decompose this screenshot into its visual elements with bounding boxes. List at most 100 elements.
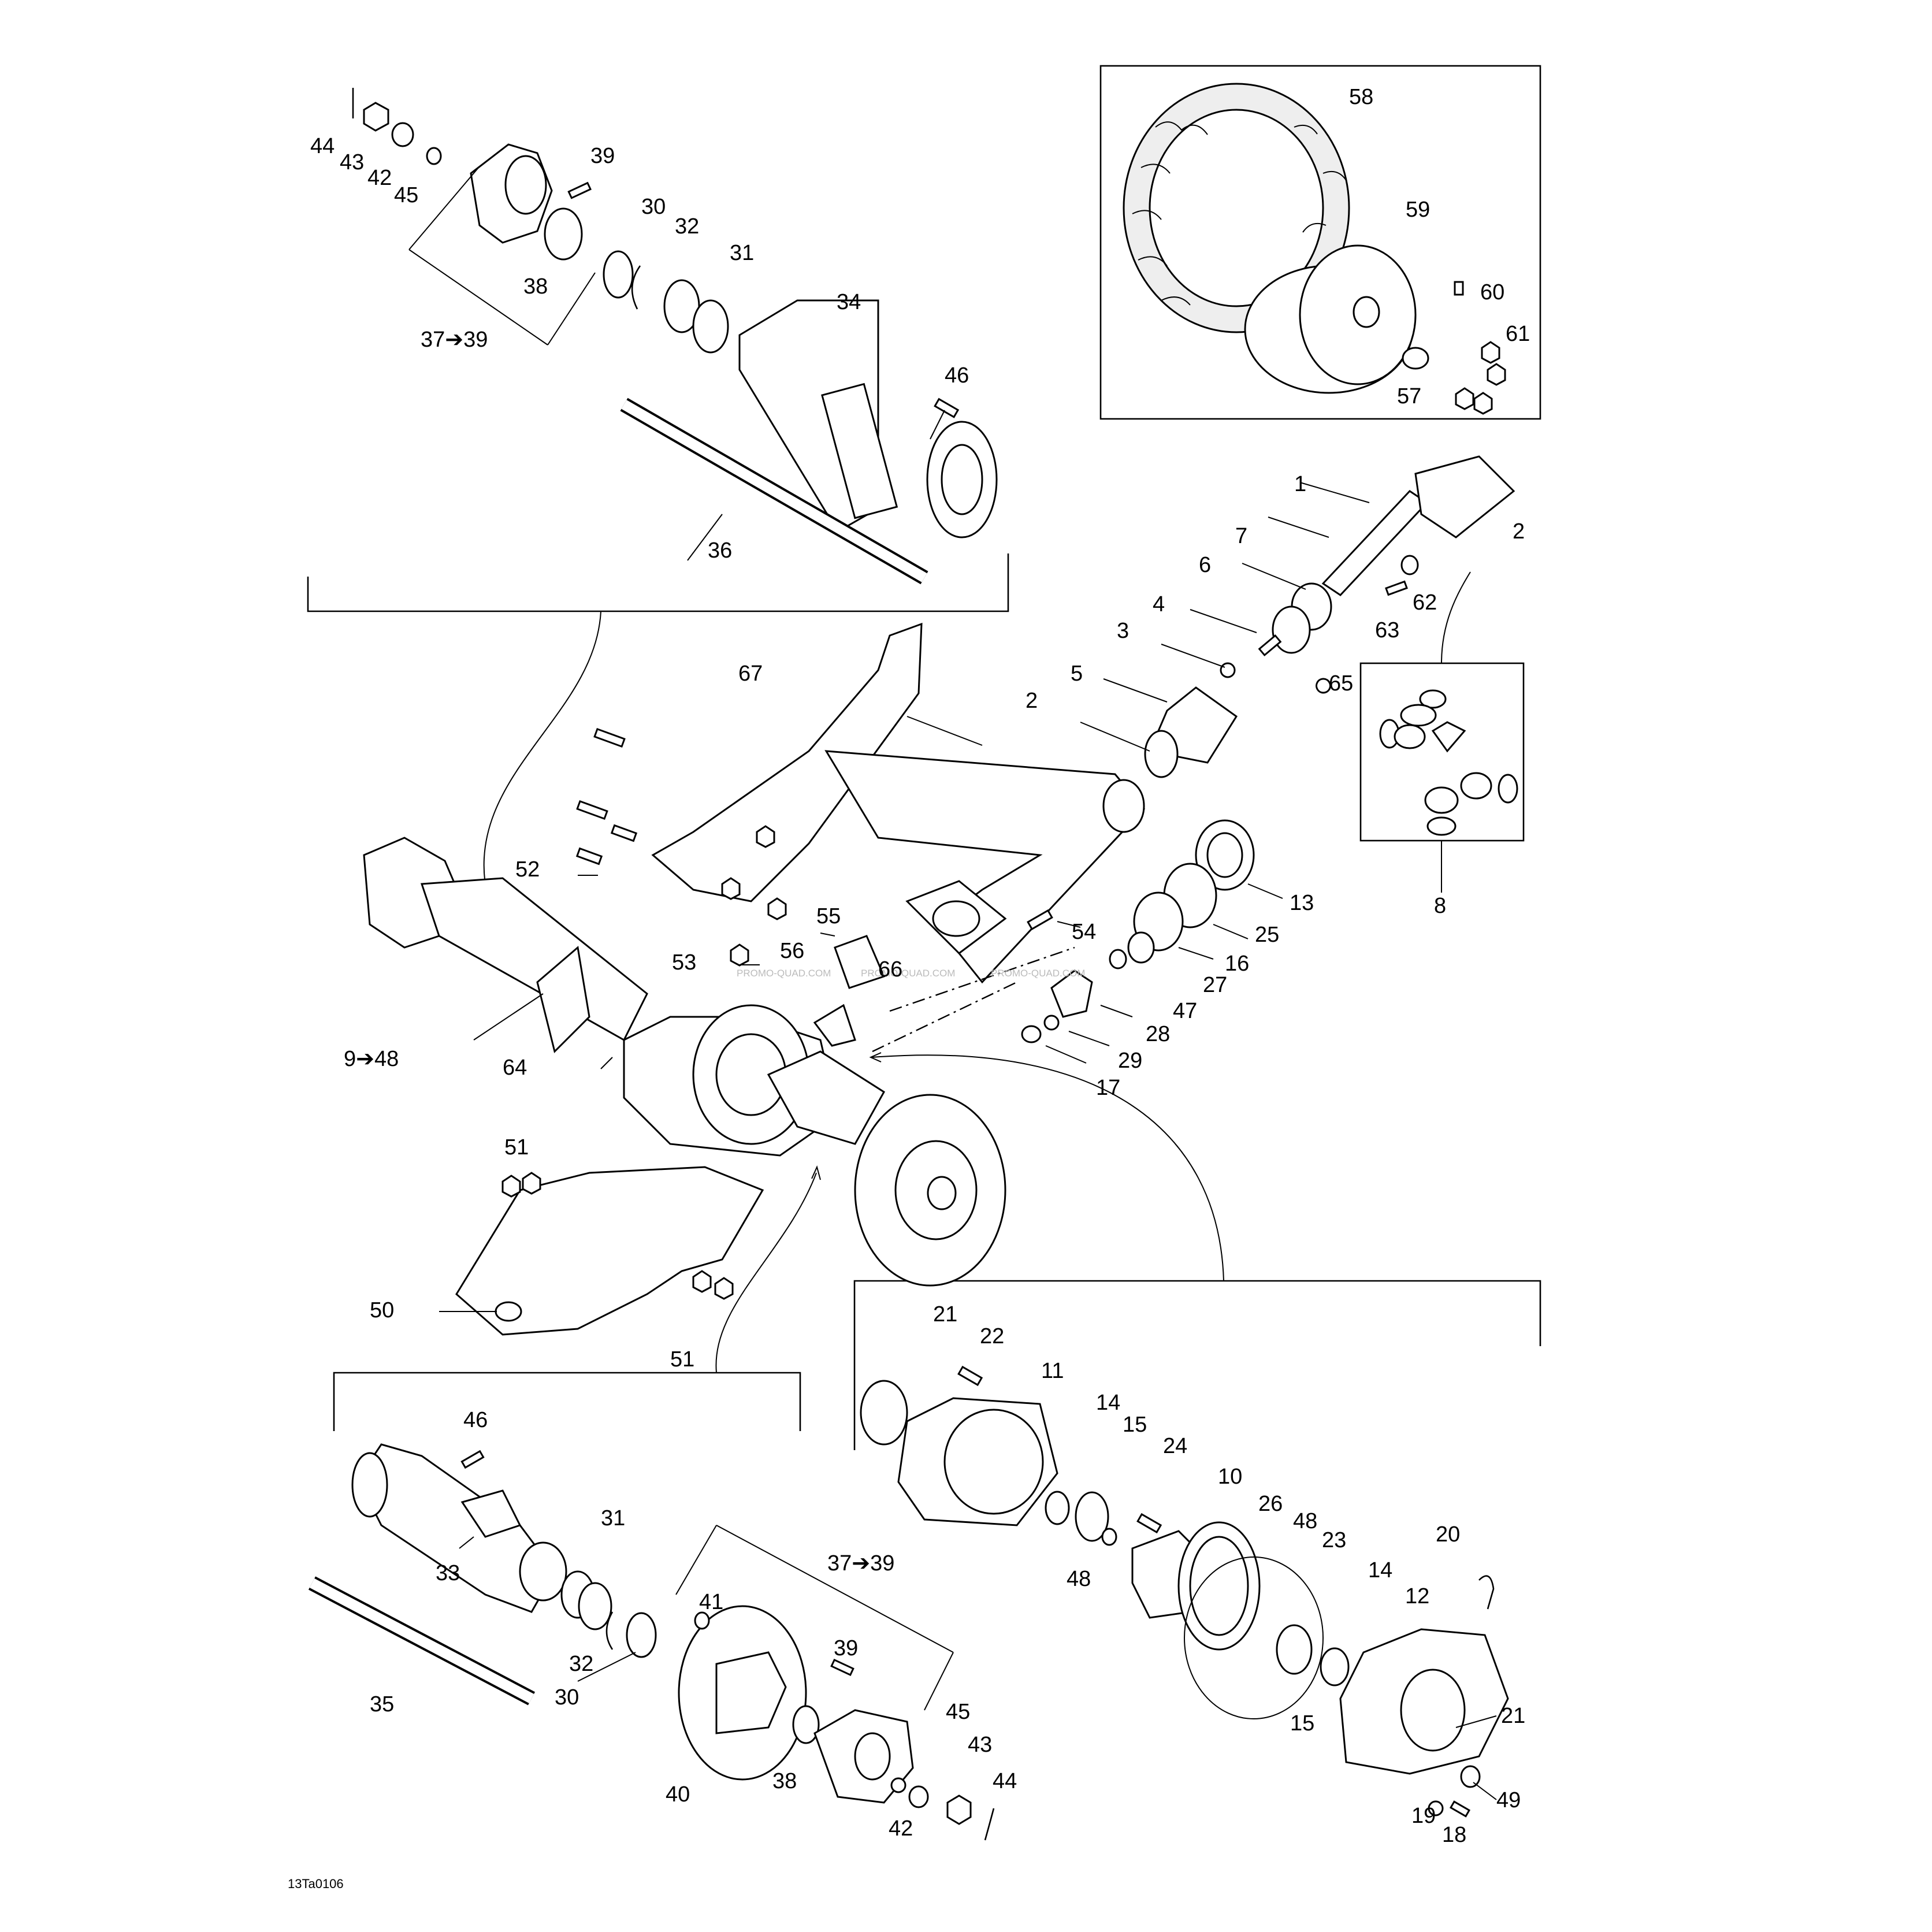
boot-icon (834, 935, 886, 989)
driveshaft-group (1144, 455, 1518, 836)
callout-55: 55 (816, 904, 841, 928)
callout-35: 35 (370, 1692, 394, 1716)
hub-cap-icon (1402, 347, 1429, 370)
watermark-text-3: PROMO-QUAD.COM (991, 968, 1085, 979)
callout-12: 12 (1405, 1584, 1429, 1608)
washer-62-icon (1400, 555, 1419, 575)
callout-42: 42 (367, 166, 392, 190)
watermark-text-1: PROMO-QUAD.COM (737, 968, 831, 979)
swing-arm-group (575, 622, 1146, 1053)
callout-5: 5 (1071, 662, 1083, 686)
skid-plate-group (455, 1166, 764, 1336)
watermark-row: PROMO-QUAD.COM PROMO-QUAD.COM PROMO-QUAD… (737, 968, 1085, 979)
gasket-icon (1184, 1556, 1324, 1719)
cross-spider-icon (1431, 721, 1466, 753)
callout-44: 44 (310, 134, 335, 158)
lower-castle-nut-icon (946, 1794, 972, 1825)
callout-67: 67 (738, 662, 763, 686)
diff-bearing-icon (1075, 1491, 1109, 1542)
callout-49: 49 (1496, 1788, 1521, 1812)
differential-group (860, 1365, 1509, 1818)
tire-wheel-assembly (1123, 83, 1506, 415)
callout-13: 13 (1290, 891, 1314, 915)
callout-16: 16 (1225, 952, 1249, 976)
callout-51-lower: 51 (670, 1347, 694, 1372)
vent-tube-icon (1478, 1575, 1495, 1610)
snap-ring-icon (1419, 689, 1447, 709)
callout-50: 50 (370, 1298, 394, 1322)
callout-8: 8 (1434, 894, 1446, 918)
callout-21: 21 (933, 1302, 957, 1327)
callout-66: 66 (878, 957, 902, 982)
o-ring-large-icon (860, 1380, 908, 1446)
callout-29: 29 (1118, 1049, 1142, 1073)
callout-4: 4 (1153, 592, 1165, 616)
lower-hub-seal-icon (792, 1705, 820, 1744)
callout-42-lower: 42 (889, 1816, 913, 1841)
callout-37-39-lower: 37➔39 (827, 1551, 894, 1576)
callout-25: 25 (1255, 923, 1279, 947)
skid-plate-icon (455, 1166, 764, 1336)
callout-9-48: 9➔48 (344, 1047, 399, 1071)
callout-64: 64 (503, 1056, 527, 1080)
valve-icon (1454, 281, 1464, 296)
washer-icon (391, 122, 414, 147)
lower-circlip-icon (605, 1611, 614, 1650)
callout-17: 17 (1096, 1076, 1120, 1100)
spacer-icon (1021, 1025, 1042, 1043)
castle-nut-icon (363, 102, 389, 132)
callout-22: 22 (980, 1324, 1004, 1348)
figure-code: 13Ta0106 (288, 1877, 344, 1891)
callout-39-lower: 39 (834, 1636, 858, 1660)
callout-32: 32 (675, 214, 699, 239)
callout-65: 65 (1329, 671, 1353, 696)
retainer-ring-icon (603, 250, 634, 299)
pinion-group (1021, 819, 1255, 1043)
callout-38-lower: 38 (772, 1769, 797, 1793)
callout-2-lower: 2 (1026, 689, 1038, 713)
axle-housing-group (363, 837, 1006, 1287)
callout-38: 38 (523, 274, 548, 299)
callout-48: 48 (1293, 1509, 1317, 1533)
callout-labels: 44 43 42 45 39 38 37➔39 30 32 31 34 46 3… (288, 85, 1530, 1891)
callout-21-lower: 21 (1501, 1704, 1525, 1728)
callout-30-lower: 30 (555, 1685, 579, 1710)
callout-56: 56 (780, 939, 804, 963)
callout-47: 47 (1173, 999, 1197, 1023)
watermark-text-2: PROMO-QUAD.COM (861, 968, 955, 979)
callout-6: 6 (1199, 553, 1211, 577)
callout-40: 40 (666, 1782, 690, 1807)
callout-61: 61 (1506, 322, 1530, 346)
callout-31: 31 (730, 241, 754, 265)
callout-48-lower: 48 (1067, 1567, 1091, 1591)
callout-18: 18 (1442, 1823, 1466, 1847)
callout-34: 34 (837, 290, 861, 314)
callout-26: 26 (1258, 1492, 1283, 1516)
lower-axle-group (308, 1443, 995, 1841)
o-ring-icon (1127, 931, 1155, 964)
callout-33: 33 (436, 1561, 460, 1585)
upper-hub-group (352, 88, 998, 585)
callout-39: 39 (590, 144, 615, 168)
pinion-gear-icon (1050, 969, 1093, 1018)
callout-59: 59 (1406, 198, 1430, 222)
callout-45: 45 (394, 183, 418, 207)
callout-45-lower: 45 (946, 1700, 970, 1724)
callout-23: 23 (1322, 1528, 1346, 1552)
callout-57: 57 (1397, 384, 1421, 408)
u-joint-yoke-icon (1414, 455, 1515, 538)
callout-51-upper: 51 (504, 1135, 529, 1160)
pivot-bolt-icon (593, 727, 626, 748)
callout-20: 20 (1436, 1522, 1460, 1547)
callout-30: 30 (641, 195, 666, 219)
callout-10: 10 (1218, 1465, 1242, 1489)
callout-3: 3 (1117, 619, 1129, 643)
wheel-nut-icon (1481, 341, 1500, 364)
callout-24: 24 (1163, 1434, 1187, 1458)
leader-lines (439, 410, 1497, 1800)
callout-14: 14 (1096, 1391, 1120, 1415)
callout-52: 52 (515, 857, 540, 882)
group-brackets (307, 65, 1541, 1450)
swing-arm-icon (651, 622, 923, 902)
